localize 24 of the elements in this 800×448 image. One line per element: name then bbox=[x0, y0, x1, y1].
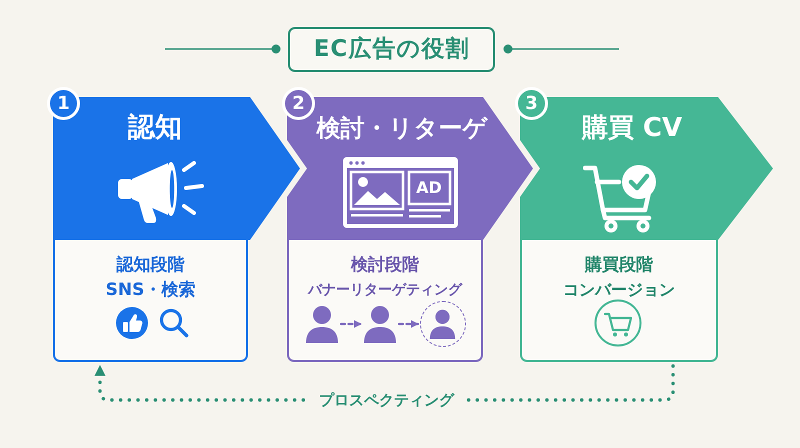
title-box: EC広告の役割 bbox=[288, 27, 495, 72]
arrow bbox=[340, 320, 362, 328]
person-icon bbox=[363, 305, 397, 343]
person-icon bbox=[429, 309, 456, 339]
dashed-circle bbox=[420, 301, 466, 347]
stage-card bbox=[53, 240, 248, 362]
step-number-badge: 1 bbox=[47, 87, 80, 120]
card-subtitle: SNS・検索 bbox=[104, 279, 196, 301]
arrow bbox=[398, 320, 420, 328]
card-title: 購買段階 bbox=[584, 254, 654, 276]
stage-card bbox=[287, 240, 483, 362]
card-title: 認知段階 bbox=[115, 254, 186, 276]
stage-heading: 検討・リターゲ bbox=[315, 113, 489, 144]
card-title: 検討段階 bbox=[350, 254, 420, 276]
person-icon bbox=[305, 305, 339, 343]
stage-banner bbox=[520, 97, 773, 240]
stage-card bbox=[520, 240, 718, 362]
step-number-badge: 2 bbox=[282, 87, 315, 120]
stage-heading: 購買 CV bbox=[580, 112, 684, 145]
ad-label: AD bbox=[415, 178, 443, 198]
card-subtitle: コンバージョン bbox=[562, 279, 676, 301]
step-number-badge: 3 bbox=[515, 87, 548, 120]
stage-heading: 認知 bbox=[126, 111, 183, 145]
card-subtitle: バナーリターゲティング bbox=[306, 281, 464, 300]
